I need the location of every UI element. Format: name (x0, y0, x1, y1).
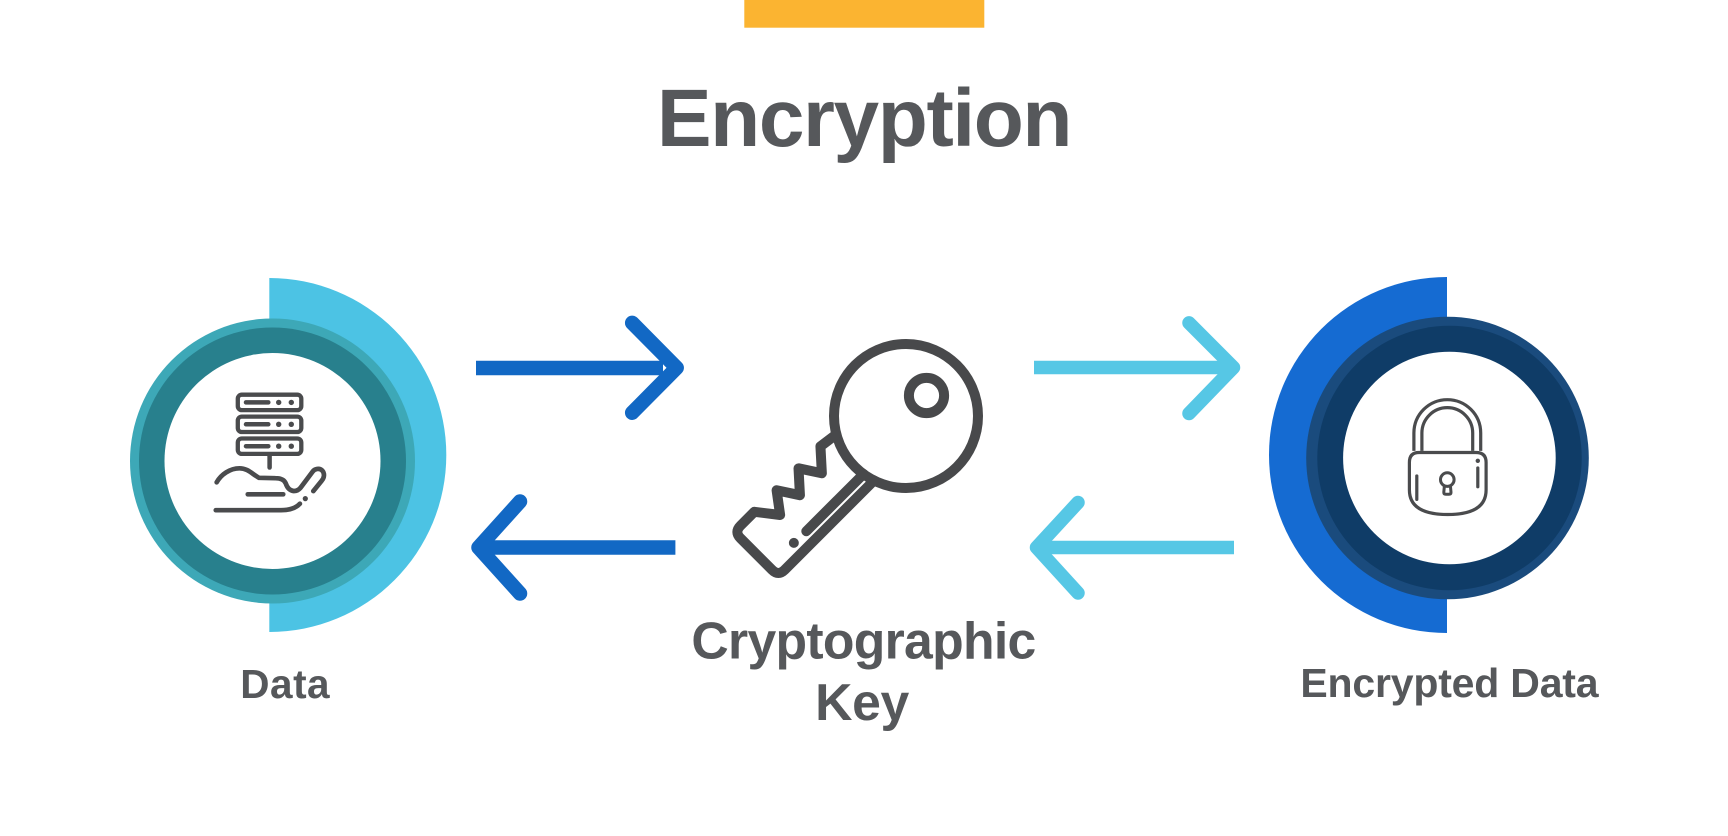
svg-text:Encrypted Data: Encrypted Data (1300, 660, 1599, 706)
svg-text:Data: Data (240, 661, 330, 707)
svg-text:Encryption: Encryption (657, 73, 1071, 164)
svg-text:Cryptographic: Cryptographic (691, 612, 1035, 670)
svg-text:Key: Key (815, 673, 909, 731)
